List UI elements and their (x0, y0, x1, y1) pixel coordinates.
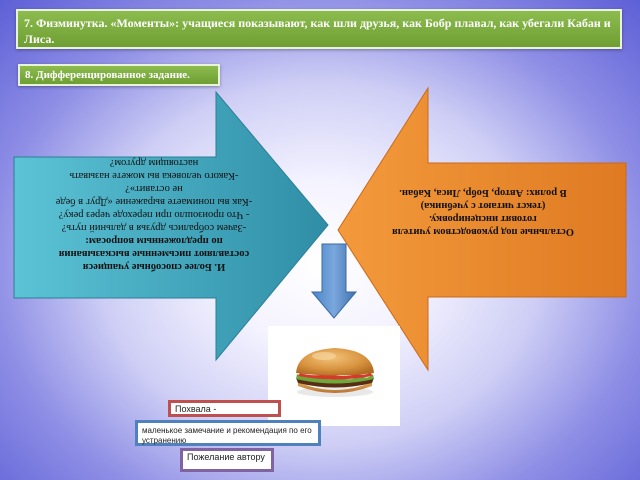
left-line: настоящим другом? (109, 157, 199, 168)
left-arrow-text: И. Более способные учащиеся составляют п… (24, 156, 284, 273)
praise-note: Похвала - (168, 400, 281, 417)
left-line: не оставит»? (125, 183, 183, 194)
slide-subheader-differentiated-task: 8. Дифференцированное задание. (18, 64, 220, 86)
remark-note: маленькое замечание и рекомендация по ег… (135, 420, 321, 446)
down-arrow-shape (310, 243, 358, 319)
left-line: -Как вы понимаете выражение «Друг в беде (55, 196, 253, 207)
left-line: -Какого человека вы можете называть (69, 170, 239, 181)
remark-text: маленькое замечание и рекомендация по ег… (142, 426, 312, 445)
right-line: Остальные под руководством учителя (392, 226, 574, 237)
header-title: 7. Физминутка. «Моменты»: учащиеся показ… (24, 16, 611, 46)
right-arrow-text: Остальные под руководством учителя готов… (348, 186, 618, 238)
left-line: по предложенным вопросам: (85, 235, 223, 246)
subheader-title: 8. Дифференцированное задание. (25, 69, 190, 81)
left-line: И. Более способные учащиеся (82, 261, 226, 272)
left-line: - Что произошло при переходе через реку? (58, 209, 250, 220)
right-arrow-shape (337, 86, 627, 372)
right-line: готовят инсценировку. (429, 213, 537, 224)
praise-text: Похвала - (175, 404, 217, 414)
slide-header-physical-minute: 7. Физминутка. «Моменты»: учащиеся показ… (16, 9, 622, 49)
right-line: (текст читают с учебника) (420, 200, 546, 211)
wish-text: Пожелание автору (187, 452, 265, 462)
right-line: В ролях: Автор, Бобр, Лиса, Кабан. (399, 187, 567, 198)
left-line: -Зачем собрались друзья в дальний путь? (61, 222, 247, 233)
left-line: составляют письменные высказывания (58, 248, 250, 259)
burger-image (268, 326, 400, 426)
wish-note: Пожелание автору (180, 448, 274, 472)
left-arrow-shape (13, 90, 329, 362)
burger-icon (296, 348, 374, 397)
